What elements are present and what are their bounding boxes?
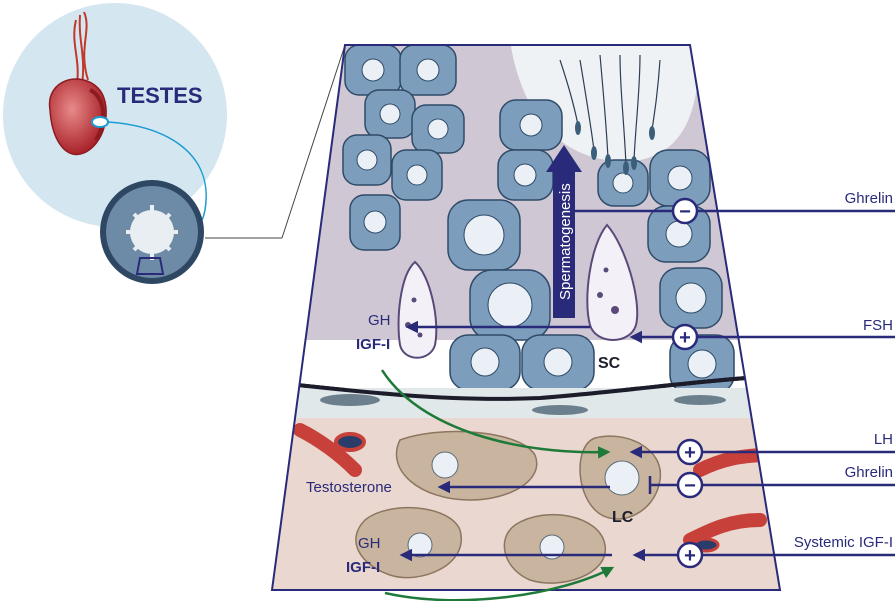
testes-inset: TESTES: [3, 3, 345, 284]
igf-bottom-label: IGF-I: [346, 559, 380, 576]
ghrelin-top-effect: −: [673, 199, 697, 223]
ghrelin-top-label: Ghrelin: [845, 190, 893, 207]
gh-bottom-label: GH: [358, 535, 381, 552]
testosterone-label: Testosterone: [306, 479, 392, 496]
systemic-igf-effect: +: [678, 543, 702, 567]
svg-text:−: −: [684, 475, 696, 497]
tubule-highlight: [92, 117, 108, 127]
fsh-label: FSH: [863, 317, 893, 334]
svg-text:−: −: [679, 201, 691, 223]
sc-label: SC: [598, 355, 621, 372]
ghrelin-bottom-label: Ghrelin: [845, 464, 893, 481]
ghrelin-bottom-effect: −: [678, 473, 702, 497]
svg-text:+: +: [679, 327, 691, 349]
inset-bubble: [3, 3, 227, 227]
lc-label: LC: [612, 509, 634, 526]
gh-top-label: GH: [368, 312, 391, 329]
fsh-effect: +: [673, 325, 697, 349]
svg-text:+: +: [684, 545, 696, 567]
lh-label: LH: [874, 431, 893, 448]
organ-label: TESTES: [117, 83, 203, 108]
spermatogenesis-label: Spermatogenesis: [557, 183, 574, 300]
svg-text:+: +: [684, 442, 696, 464]
lh-effect: +: [678, 440, 702, 464]
tissue-panel: [260, 40, 800, 598]
igf-top-label: IGF-I: [356, 336, 390, 353]
systemic-igf-label: Systemic IGF-I: [794, 534, 893, 551]
